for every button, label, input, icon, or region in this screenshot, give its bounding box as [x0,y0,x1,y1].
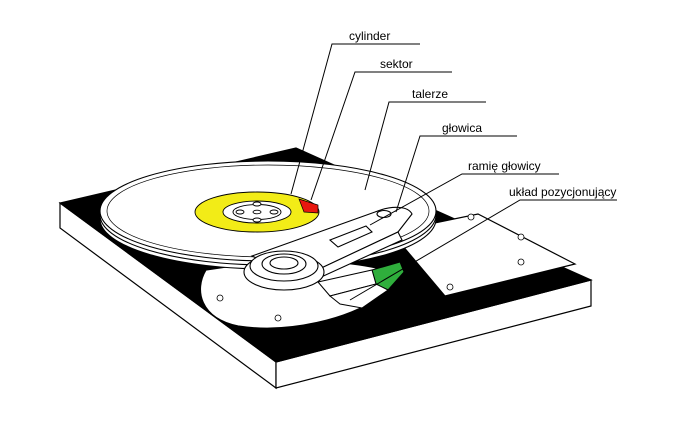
leader-platters [364,101,486,191]
label-head: głowica [442,121,482,135]
spindle-hub [222,200,292,224]
screw [517,233,525,241]
leader-lines [290,43,617,301]
screw [517,258,525,266]
hub-center [252,209,262,215]
pivot-bearing [243,250,325,291]
label-positioning-unit: układ pozycjonujący [509,185,616,199]
screw [446,283,454,291]
positioning-unit [317,261,405,309]
leader-sector [310,71,452,201]
label-platters: talerze [412,87,448,101]
head-arm-cutout [328,225,373,248]
screw [467,213,475,221]
actuator-bracket [328,283,389,309]
label-sector: sektor [380,57,413,71]
leader-head [395,135,517,213]
screw [216,294,224,302]
screw [274,314,282,322]
cover-plate [389,213,577,297]
label-cylinder: cylinder [349,29,390,43]
hub-screw [269,209,279,215]
label-head-arm: ramię głowicy [468,159,541,173]
hub-screw [235,209,245,215]
leader-cylinder [290,43,420,195]
leader-head-arm [369,173,559,226]
leader-positioning-unit [349,199,617,301]
hub-screw [252,217,262,223]
pivot-ring-inner [269,256,299,270]
labels: cylinder sektor talerze głowica ramię gł… [349,29,616,199]
hub-screw [252,201,262,207]
sector-wedge [298,198,319,214]
cover-screws [446,213,525,291]
